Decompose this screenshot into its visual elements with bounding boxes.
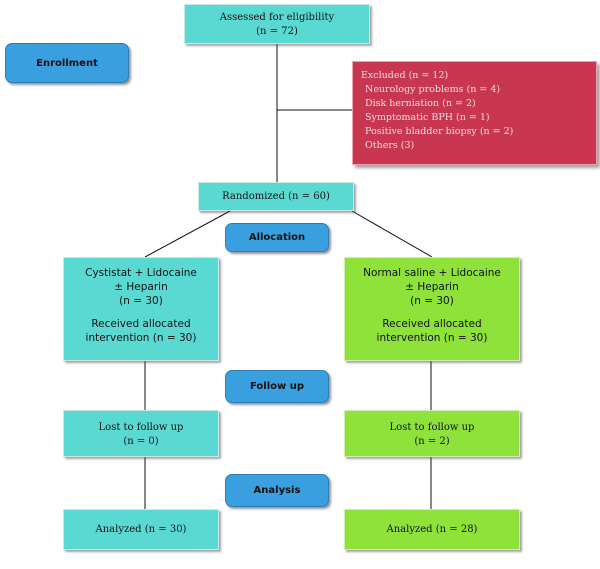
excluded-item: Symptomatic BPH (n = 1) bbox=[365, 112, 490, 123]
right-lost-count: (n = 2) bbox=[414, 436, 450, 447]
connector-randomized-left bbox=[144, 210, 231, 258]
assessed-count: (n = 72) bbox=[256, 26, 298, 37]
left-arm-line2: ± Heparin bbox=[114, 281, 168, 293]
left-analyzed-box: Analyzed (n = 30) bbox=[63, 509, 219, 550]
excluded-item: Disk herniation (n = 2) bbox=[365, 98, 476, 109]
right-lost-box: Lost to follow up (n = 2) bbox=[344, 410, 520, 457]
right-arm-box: Normal saline + Lidocaine ± Heparin (n =… bbox=[344, 257, 520, 361]
left-arm-line3: (n = 30) bbox=[119, 295, 163, 307]
left-lost-box: Lost to follow up (n = 0) bbox=[63, 410, 219, 457]
left-arm-line1: Cystistat + Lidocaine bbox=[85, 267, 197, 279]
right-arm-line1: Normal saline + Lidocaine bbox=[363, 267, 501, 279]
right-arm-line4: Received allocated bbox=[382, 318, 482, 330]
right-arm-line5: intervention (n = 30) bbox=[376, 332, 488, 344]
analysis-label-text: Analysis bbox=[253, 485, 301, 496]
right-analyzed-text: Analyzed (n = 28) bbox=[386, 524, 478, 535]
allocation-label-text: Allocation bbox=[248, 232, 306, 243]
left-arm-line4: Received allocated bbox=[91, 318, 191, 330]
follow-up-label-text: Follow up bbox=[249, 381, 305, 392]
excluded-item: Neurology problems (n = 4) bbox=[365, 84, 501, 95]
right-arm-line2: ± Heparin bbox=[405, 281, 459, 293]
left-arm-line5: intervention (n = 30) bbox=[85, 332, 197, 344]
connector-randomized-right bbox=[351, 210, 433, 258]
right-lost-title: Lost to follow up bbox=[389, 422, 475, 433]
right-arm-line3: (n = 30) bbox=[410, 295, 454, 307]
left-lost-title: Lost to follow up bbox=[98, 422, 184, 433]
enrollment-label-text: Enrollment bbox=[36, 57, 98, 69]
excluded-item: Positive bladder biopsy (n = 2) bbox=[365, 126, 514, 137]
left-lost-count: (n = 0) bbox=[123, 436, 159, 447]
randomized-box: Randomized (n = 60) bbox=[198, 182, 354, 211]
assessed-title: Assessed for eligibility bbox=[219, 12, 335, 23]
allocation-label: Allocation bbox=[225, 223, 329, 252]
left-analyzed-text: Analyzed (n = 30) bbox=[95, 524, 187, 535]
enrollment-label: Enrollment bbox=[5, 43, 129, 83]
analysis-label: Analysis bbox=[225, 474, 329, 507]
follow-up-label: Follow up bbox=[225, 370, 329, 403]
excluded-item: Others (3) bbox=[365, 140, 415, 151]
excluded-title: Excluded (n = 12) bbox=[361, 70, 449, 81]
left-arm-box: Cystistat + Lidocaine ± Heparin (n = 30)… bbox=[63, 257, 219, 361]
randomized-text: Randomized (n = 60) bbox=[222, 191, 330, 202]
excluded-box: Excluded (n = 12) Neurology problems (n … bbox=[352, 61, 597, 165]
assessed-box: Assessed for eligibility (n = 72) bbox=[184, 4, 370, 44]
right-analyzed-box: Analyzed (n = 28) bbox=[344, 509, 520, 550]
